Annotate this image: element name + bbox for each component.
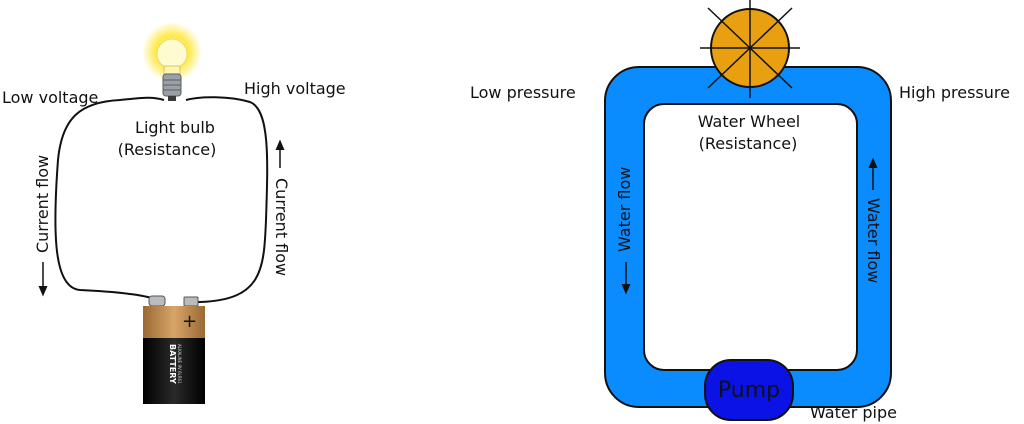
battery-terminal-pos [183, 296, 199, 307]
battery-bottom [143, 338, 205, 404]
wheel-spoke [707, 7, 793, 89]
bulb-neck [163, 65, 181, 75]
wheel-label-line1: Water Wheel [698, 112, 800, 131]
battery-plus: + [182, 311, 197, 332]
circuit-diagram: + BATTERY ALKALINE 9V 6LR61 Low voltage … [2, 22, 346, 404]
low-pressure-label: Low pressure [470, 83, 576, 102]
water-flow-right-label: Water flow [864, 198, 883, 283]
wheel-label-line2: (Resistance) [699, 134, 798, 153]
water-pipe-label: Water pipe [810, 403, 897, 422]
battery-terminal-neg [148, 295, 166, 307]
battery-sub-label: ALKALINE 9V 6LR61 [177, 344, 182, 384]
water-diagram: Pump Low pressure High pressure Water Wh… [470, 0, 1010, 422]
battery: + BATTERY ALKALINE 9V 6LR61 [143, 295, 205, 404]
pump-body [704, 359, 794, 421]
bulb-label-line2: (Resistance) [118, 140, 217, 159]
water-wheel [700, 0, 800, 98]
bulb-tip [168, 96, 176, 101]
battery-top [143, 306, 205, 338]
high-pressure-label: High pressure [899, 83, 1010, 102]
current-flow-right-label: Current flow [272, 178, 291, 276]
current-flow-left-label: Current flow [33, 155, 52, 253]
circuit-wire [54, 96, 269, 303]
bulb-glass [156, 38, 188, 70]
battery-label: BATTERY [168, 344, 177, 384]
water-flow-left-label: Water flow [615, 167, 634, 252]
high-voltage-label: High voltage [244, 79, 346, 98]
light-bulb [142, 22, 202, 101]
low-voltage-label: Low voltage [2, 88, 98, 107]
pump-label: Pump [718, 378, 780, 403]
bulb-label-line1: Light bulb [135, 118, 215, 137]
